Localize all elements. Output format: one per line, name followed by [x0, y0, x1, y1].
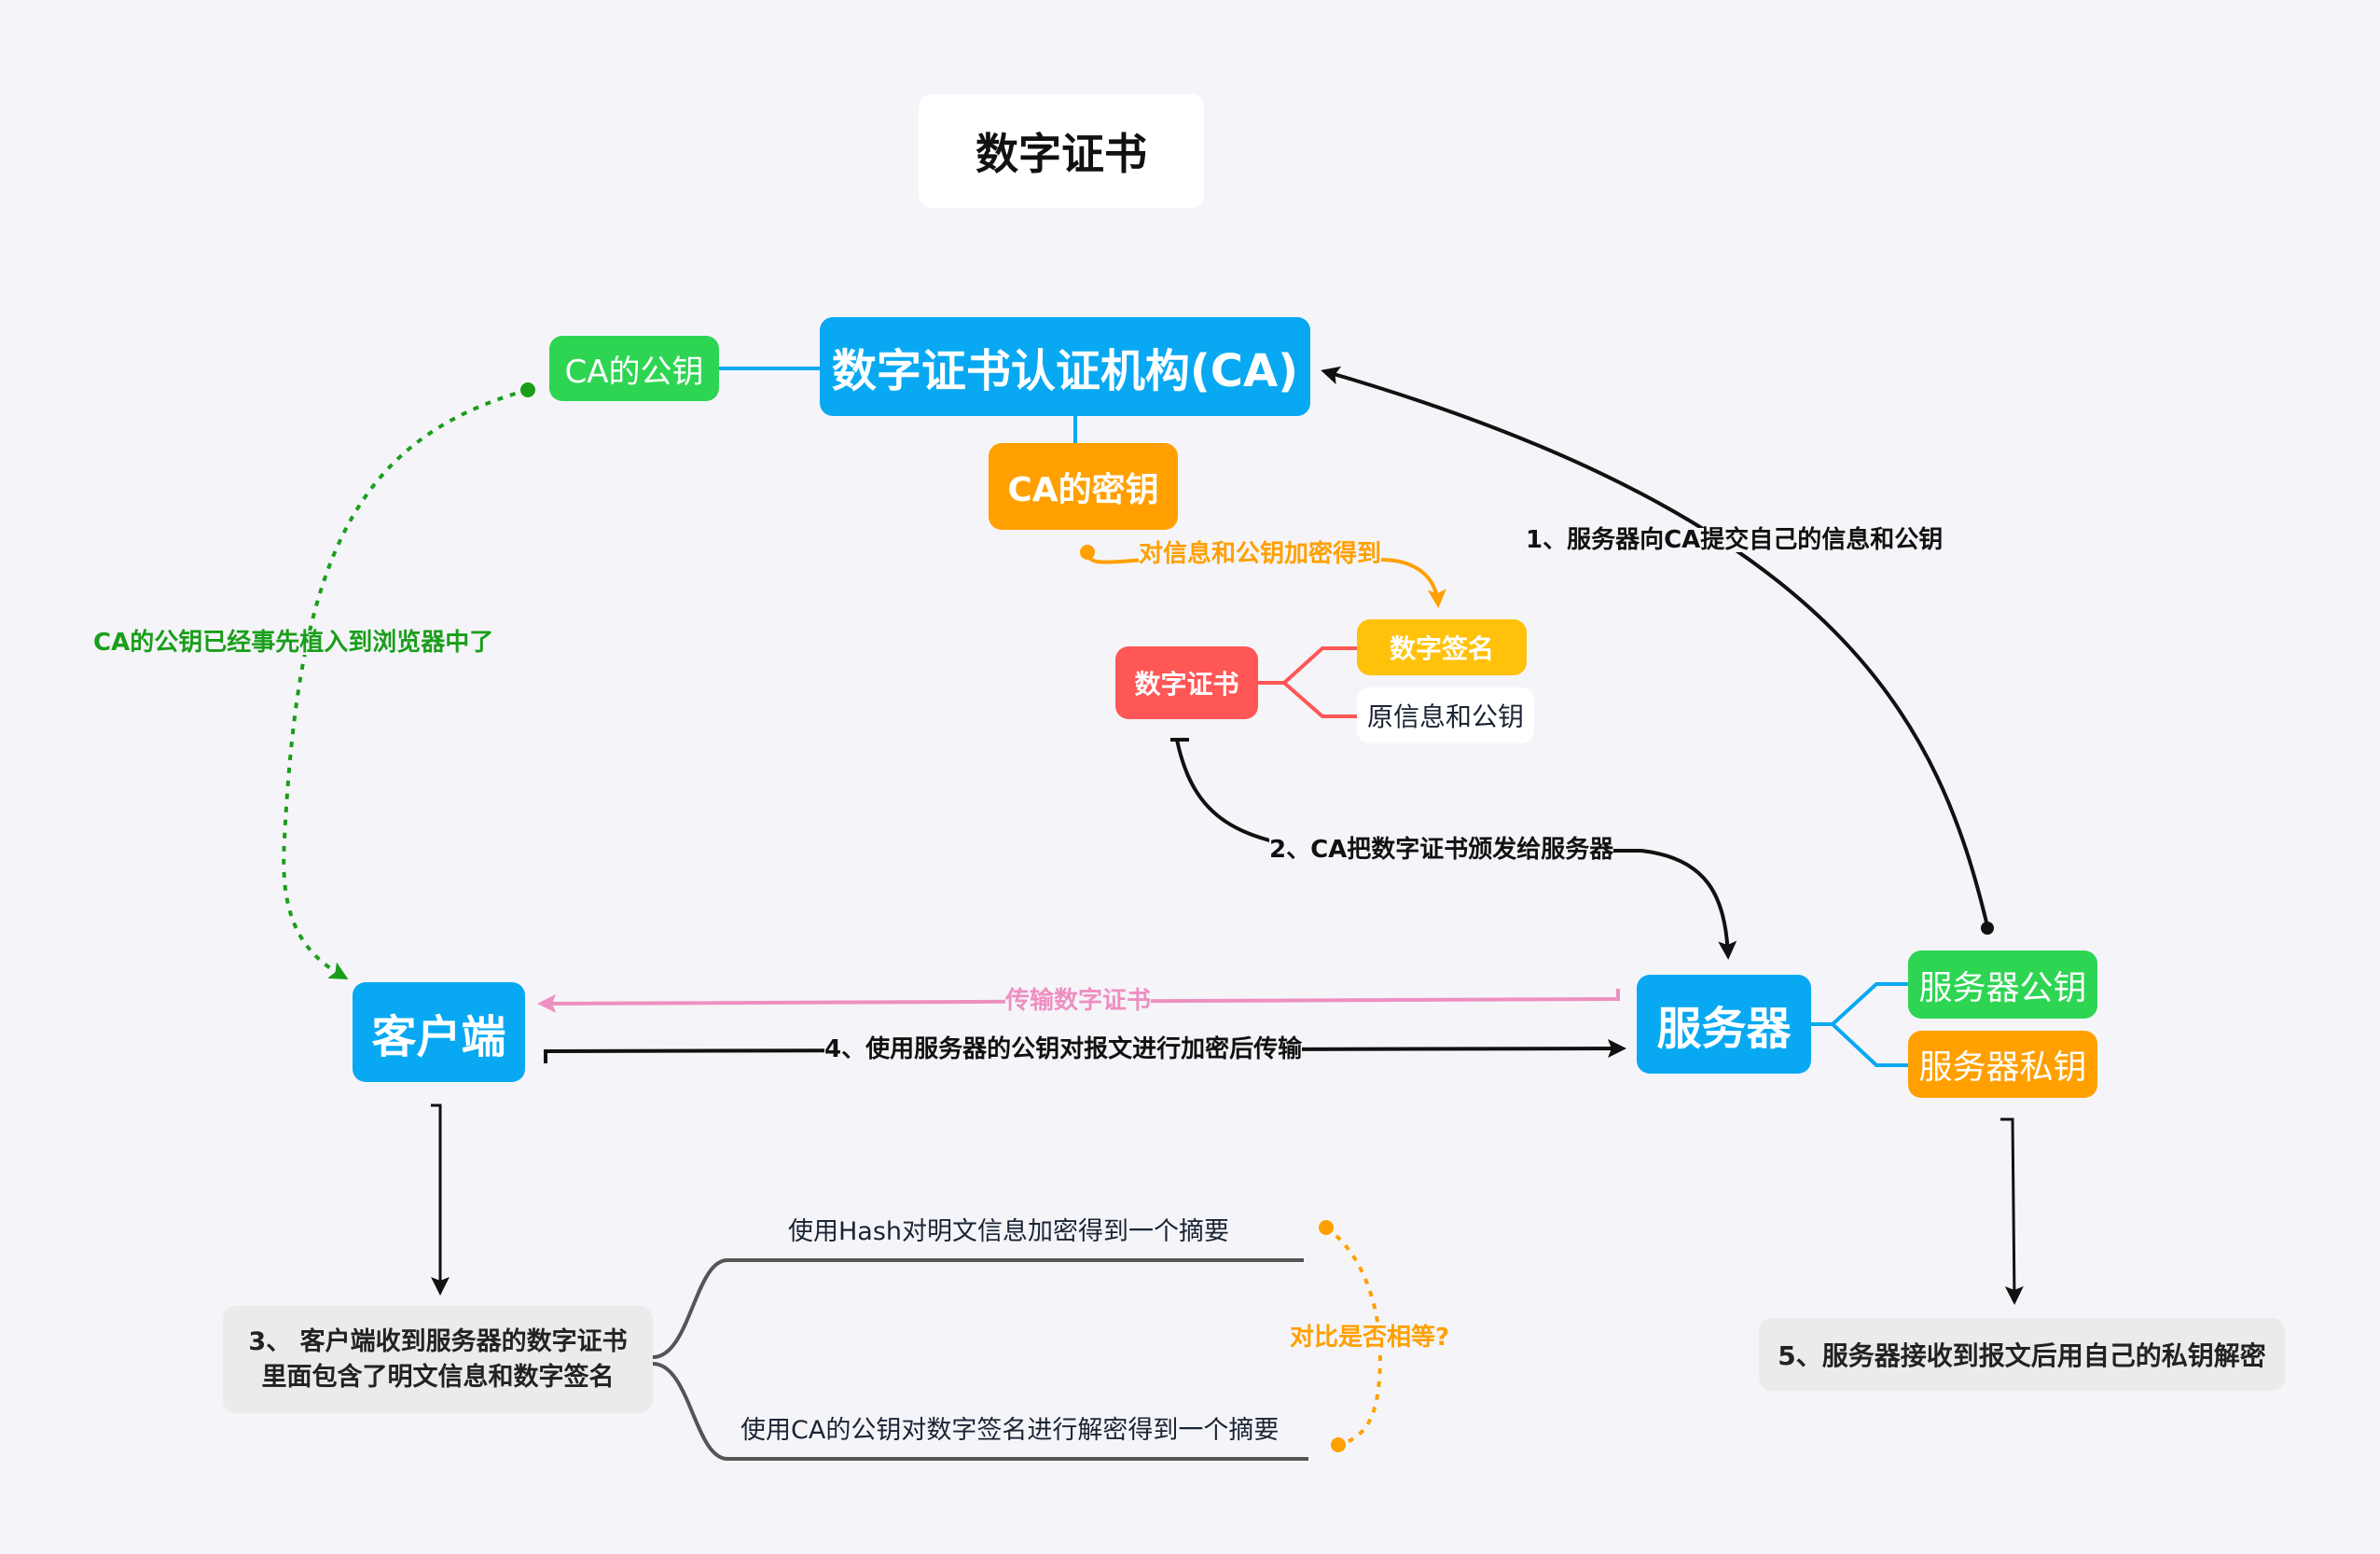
- step3-line1: 3、 客户端收到服务器的数字证书: [248, 1326, 628, 1356]
- ca-node[interactable]: 数字证书认证机构(CA): [820, 317, 1310, 416]
- hash-summary-text: 使用Hash对明文信息加密得到一个摘要: [788, 1217, 1230, 1246]
- original-info-node[interactable]: 原信息和公钥: [1357, 687, 1534, 743]
- step1-start-dot: [1981, 922, 1994, 935]
- client-label: 客户端: [371, 1010, 506, 1063]
- client-node[interactable]: 客户端: [353, 982, 525, 1082]
- step5-node[interactable]: 5、服务器接收到报文后用自己的私钥解密: [1759, 1318, 2285, 1391]
- ca-private-key-label: CA的密钥: [1007, 470, 1159, 509]
- ca-private-key-node[interactable]: CA的密钥: [989, 443, 1178, 530]
- step1-label: 1、服务器向CA提交自己的信息和公钥: [1526, 526, 1944, 554]
- server-branch-pubkey: [1811, 982, 1908, 1026]
- encrypt-label: 对信息和公钥加密得到: [1139, 540, 1382, 568]
- certificate-label: 数字证书: [1134, 669, 1239, 700]
- decrypt-summary-text: 使用CA的公钥对数字签名进行解密得到一个摘要: [740, 1416, 1280, 1445]
- ca-node-label: 数字证书认证机构(CA): [831, 345, 1299, 397]
- step3-branch-hash: [652, 1258, 1304, 1359]
- client-to-step3-arrow: [431, 1103, 450, 1296]
- step5-label: 5、服务器接收到报文后用自己的私钥解密: [1778, 1340, 2266, 1371]
- ca-public-key-label: CA的公钥: [564, 353, 704, 391]
- server-private-key-node[interactable]: 服务器私钥: [1908, 1031, 2097, 1098]
- digital-signature-node[interactable]: 数字签名: [1357, 619, 1527, 675]
- ca-public-key-node[interactable]: CA的公钥: [549, 336, 719, 401]
- server-private-key-label: 服务器私钥: [1918, 1048, 2087, 1087]
- cert-branch-info: [1282, 681, 1357, 718]
- compare-label: 对比是否相等?: [1290, 1324, 1450, 1352]
- step3-line2: 里面包含了明文信息和数字签名: [261, 1362, 615, 1392]
- step2-label: 2、CA把数字证书颁发给服务器: [1269, 836, 1614, 864]
- server-label: 服务器: [1656, 1003, 1792, 1055]
- preinstalled-label: CA的公钥已经事先植入到浏览器中了: [93, 629, 494, 657]
- compare-dot-bottom: [1331, 1437, 1346, 1452]
- encrypt-start-dot: [1080, 545, 1095, 560]
- preinstalled-start-dot: [520, 382, 535, 397]
- page-title: 数字证书: [919, 94, 1204, 208]
- original-info-label: 原信息和公钥: [1366, 701, 1524, 732]
- server-to-step5-arrow: [2000, 1117, 2024, 1305]
- digital-signature-label: 数字签名: [1389, 633, 1494, 664]
- server-public-key-label: 服务器公钥: [1918, 968, 2087, 1007]
- step4-label: 4、使用服务器的公钥对报文进行加密后传输: [824, 1035, 1303, 1063]
- cert-branch-signature: [1258, 646, 1357, 685]
- server-branch-privkey: [1831, 1022, 1908, 1067]
- compare-dot-top: [1319, 1220, 1334, 1235]
- step3-node[interactable]: 3、 客户端收到服务器的数字证书 里面包含了明文信息和数字签名: [223, 1306, 653, 1413]
- preinstalled-arrow: [282, 388, 529, 979]
- transfer-cert-label: 传输数字证书: [1005, 987, 1152, 1015]
- certificate-node[interactable]: 数字证书: [1115, 646, 1258, 719]
- page-title-text: 数字证书: [976, 129, 1147, 179]
- server-node[interactable]: 服务器: [1637, 975, 1811, 1074]
- server-public-key-node[interactable]: 服务器公钥: [1908, 950, 2097, 1019]
